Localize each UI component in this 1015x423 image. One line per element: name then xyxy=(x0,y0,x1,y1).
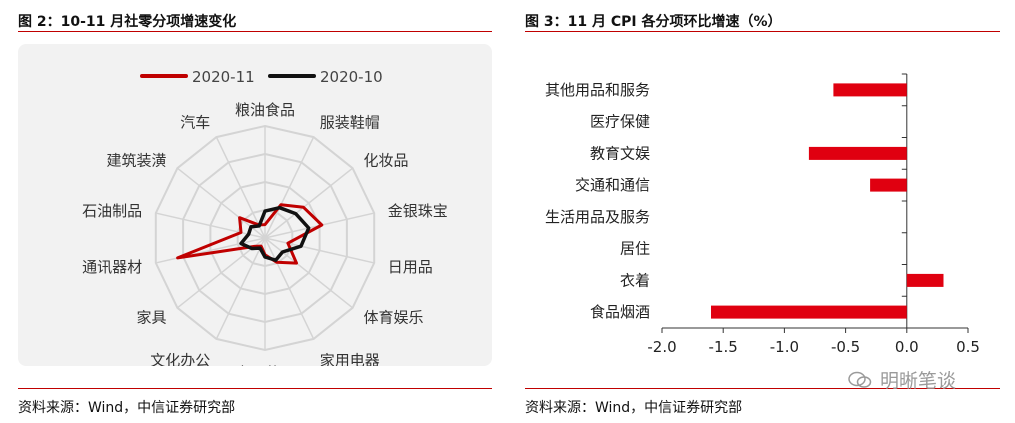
x-tick-label: -0.5 xyxy=(831,338,860,356)
category-label: 食品烟酒 xyxy=(590,303,650,321)
category-label: 交通和通信 xyxy=(575,176,650,194)
bar-教育文娱 xyxy=(808,146,907,160)
radar-category-label: 服装鞋帽 xyxy=(320,114,380,132)
radar-category-label: 化妆品 xyxy=(364,151,409,169)
chat-bubble-icon xyxy=(848,371,872,388)
bar-食品烟酒 xyxy=(711,305,907,319)
x-tick-label: -2.0 xyxy=(647,338,676,356)
radar-series-2020-10 xyxy=(239,205,311,262)
watermark: 明晰笔谈 xyxy=(848,366,956,393)
category-label: 居住 xyxy=(620,240,650,258)
radar-category-label: 中西药品 xyxy=(235,364,295,366)
right-source-note: 资料来源：Wind，中信证券研究部 xyxy=(525,400,743,416)
left-source-rule xyxy=(18,388,492,389)
legend-label: 2020-10 xyxy=(320,68,383,86)
category-label: 其他用品和服务 xyxy=(545,81,650,99)
bar-其他用品和服务 xyxy=(833,83,907,97)
bar-衣着 xyxy=(906,273,944,287)
x-tick-label: 0.0 xyxy=(895,338,919,356)
radar-category-label: 粮油食品 xyxy=(235,101,295,119)
category-label: 衣着 xyxy=(620,271,650,289)
bar-交通和通信 xyxy=(870,178,907,192)
radar-spoke xyxy=(264,136,315,239)
radar-spoke xyxy=(264,237,354,309)
left-title-rule xyxy=(18,31,492,32)
category-label: 医疗保健 xyxy=(590,113,650,131)
radar-spoke xyxy=(264,237,315,340)
cpi-bar-chart: -2.0 -1.5 -1.0 -0.5 0.0 0.5 其他用品和服务医疗保健教育文娱交通和… xyxy=(545,73,980,356)
radar-category-label: 通讯器材 xyxy=(82,258,142,276)
watermark-text: 明晰笔谈 xyxy=(880,370,957,392)
radar-category-label: 建筑装潢 xyxy=(106,151,166,169)
radar-spoke xyxy=(155,237,266,264)
radar-category-label: 文化办公 xyxy=(150,352,210,367)
right-panel-title: 图 3：11 月 CPI 各分项环比增速（%） xyxy=(525,14,782,30)
radar-category-label: 体育娱乐 xyxy=(364,309,424,327)
left-source-note: 资料来源：Wind，中信证券研究部 xyxy=(18,400,236,416)
radar-spoke xyxy=(264,237,375,264)
right-source-rule xyxy=(525,388,1000,389)
x-tick-label: 0.5 xyxy=(956,338,980,356)
left-panel-title: 图 2：10-11 月社零分项增速变化 xyxy=(18,14,237,30)
radar-spoke xyxy=(264,167,354,239)
radar-chart-panel: 粮油食品服装鞋帽化妆品金银珠宝日用品体育娱乐家用电器中西药品 文化办公 家具 通讯器材… xyxy=(18,44,492,382)
radar-category-label: 日用品 xyxy=(388,258,433,276)
radar-category-label: 石油制品 xyxy=(82,202,142,220)
radar-category-label: 金银珠宝 xyxy=(388,202,448,220)
right-title-rule xyxy=(525,31,1000,32)
category-label: 生活用品及服务 xyxy=(545,208,650,226)
radar-category-label: 汽车 xyxy=(180,114,210,132)
x-tick-label: -1.0 xyxy=(770,338,799,356)
radar-category-label: 家用电器 xyxy=(320,352,380,367)
category-label: 教育文娱 xyxy=(590,144,650,162)
legend-label: 2020-11 xyxy=(192,68,255,86)
radar-spoke xyxy=(215,237,266,340)
radar-spoke xyxy=(215,136,266,239)
radar-chart: 粮油食品服装鞋帽化妆品金银珠宝日用品体育娱乐家用电器中西药品 文化办公 家具 通讯器材… xyxy=(82,68,448,382)
radar-category-label: 家具 xyxy=(136,309,166,327)
x-tick-label: -1.5 xyxy=(709,338,738,356)
